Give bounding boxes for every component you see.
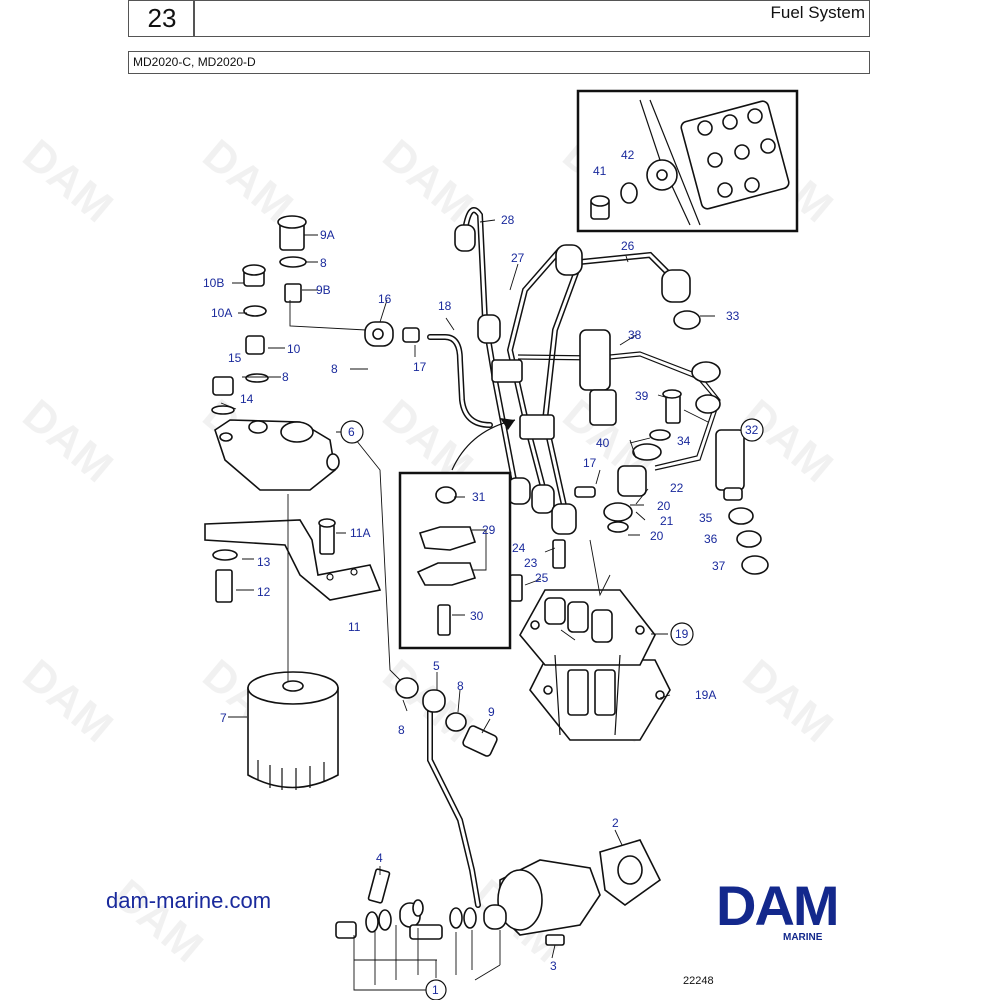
callout-19: 19: [675, 627, 689, 641]
title-box: Fuel System: [194, 0, 870, 37]
callout-10: 10: [287, 342, 301, 356]
callout-8: 8: [457, 679, 464, 693]
callout-16: 16: [378, 292, 392, 306]
callout-17: 17: [413, 360, 427, 374]
callout-23: 23: [524, 556, 538, 570]
callout-8: 8: [331, 362, 338, 376]
clamp-detail-box: [398, 418, 516, 650]
watermark: DAM: [104, 870, 212, 972]
banjo-connector-assembly: [364, 321, 493, 428]
callout-20: 20: [657, 499, 671, 513]
callout-35: 35: [699, 511, 713, 525]
callout-8: 8: [320, 256, 327, 270]
model-designation: MD2020-C, MD2020-D: [133, 55, 256, 69]
callout-25: 25: [535, 571, 549, 585]
callout-36: 36: [704, 532, 718, 546]
callout-1: 1: [432, 983, 439, 997]
callout-4: 4: [376, 851, 383, 865]
watermark: DAM: [734, 650, 842, 752]
callout-2: 2: [612, 816, 619, 830]
callout-7: 7: [220, 711, 227, 725]
watermark: DAM: [14, 650, 122, 752]
callout-20: 20: [650, 529, 664, 543]
dam-logo-subtext: MARINE: [783, 932, 823, 943]
callout-8: 8: [398, 723, 405, 737]
callout-11: 11: [348, 620, 361, 634]
model-box: MD2020-C, MD2020-D: [128, 51, 870, 74]
callout-37: 37: [712, 559, 726, 573]
callout-30: 30: [470, 609, 484, 623]
feed-pump-assembly: [335, 677, 662, 946]
watermark: DAM: [14, 390, 122, 492]
callout-9a: 9A: [320, 228, 335, 242]
callout-33: 33: [726, 309, 740, 323]
callout-24: 24: [512, 541, 526, 555]
fuel-filter-cartridge: [247, 671, 339, 790]
callout-6: 6: [348, 425, 355, 439]
injection-pipes: [454, 207, 721, 535]
fuel-filter-bracket-assembly: [204, 215, 382, 603]
drawing-number: 22248: [683, 975, 714, 987]
callout-27: 27: [511, 251, 525, 265]
callout-9b: 9B: [316, 283, 331, 297]
callout-34: 34: [677, 434, 691, 448]
callout-21: 21: [660, 514, 674, 528]
callout-41: 41: [593, 164, 607, 178]
page-number: 23: [147, 3, 177, 33]
callout-12: 12: [257, 585, 271, 599]
callout-14: 14: [240, 392, 254, 406]
callout-19a: 19A: [695, 688, 716, 702]
website-url: dam-marine.com: [106, 888, 272, 913]
callout-39: 39: [635, 389, 649, 403]
callout-9: 9: [488, 705, 495, 719]
callout-15: 15: [228, 351, 242, 365]
callout-10b: 10B: [203, 276, 224, 290]
callout-3: 3: [550, 959, 557, 973]
callout-29: 29: [482, 523, 496, 537]
fuel-injectors: [574, 310, 769, 575]
page-number-box: 23: [128, 0, 194, 37]
injection-pump: [509, 539, 671, 741]
page-title: Fuel System: [770, 3, 865, 22]
callout-28: 28: [501, 213, 515, 227]
callout-18: 18: [438, 299, 452, 313]
leader-lines: [220, 219, 715, 991]
dam-logo: DAM: [716, 874, 840, 937]
callout-26: 26: [621, 239, 635, 253]
callout-38: 38: [628, 328, 642, 342]
callout-11a: 11A: [350, 526, 370, 540]
callout-32: 32: [745, 423, 759, 437]
callout-13: 13: [257, 555, 271, 569]
callout-10a: 10A: [211, 306, 232, 320]
callout-5: 5: [433, 659, 440, 673]
inset-pump-mounting: [576, 89, 799, 233]
callout-22: 22: [670, 481, 684, 495]
callout-31: 31: [472, 490, 486, 504]
watermark: DAM: [14, 130, 122, 232]
circled-callouts: [340, 418, 764, 1000]
callout-40: 40: [596, 436, 610, 450]
callout-17: 17: [583, 456, 597, 470]
callout-labels: 9A 8 9B 10B 10A 10 15 8 14 8 6 16 17 18 …: [203, 148, 759, 997]
callout-42: 42: [621, 148, 635, 162]
callout-8: 8: [282, 370, 289, 384]
